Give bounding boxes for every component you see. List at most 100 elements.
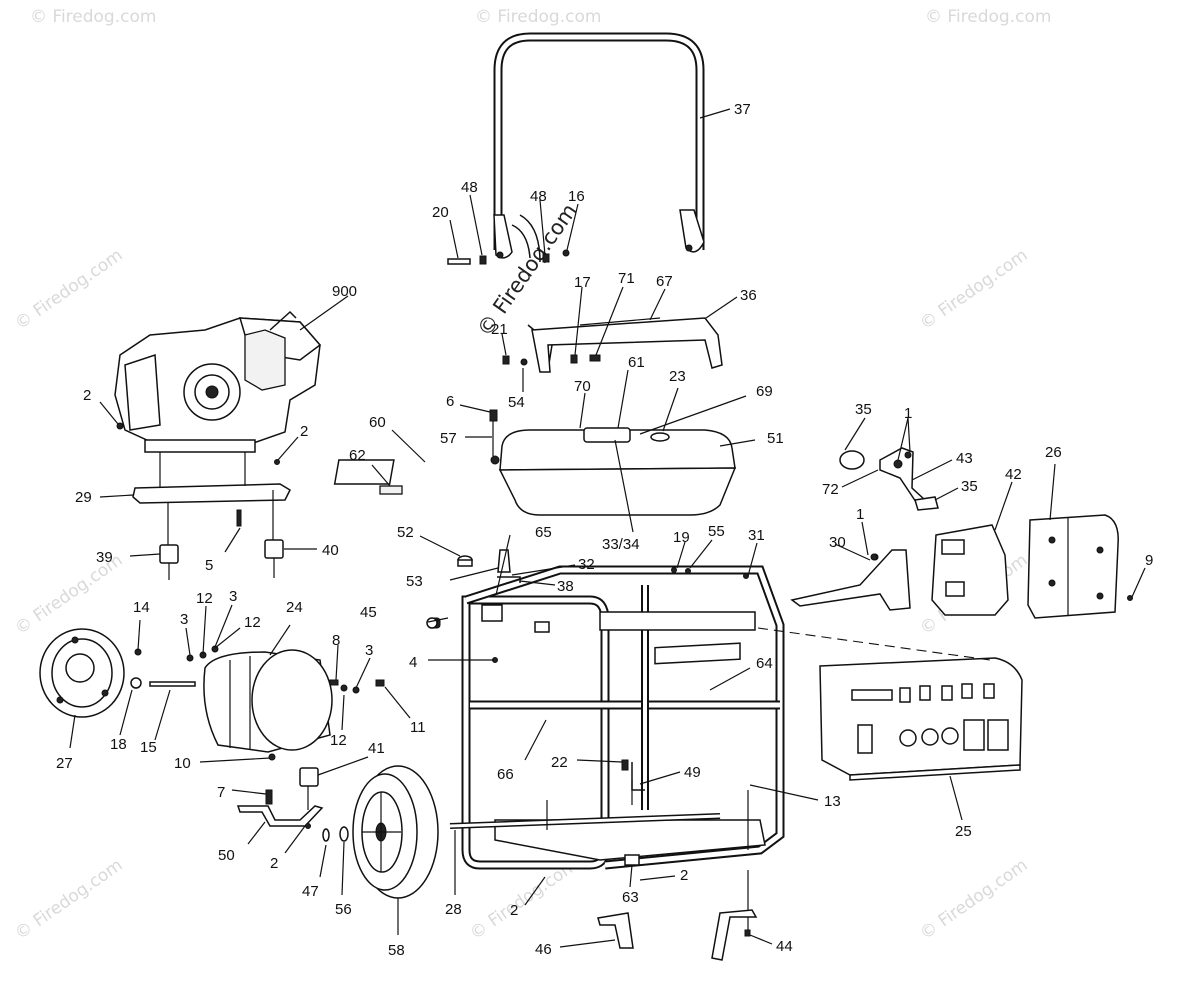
callout-35: 35 [855, 401, 872, 418]
callout-16: 16 [568, 188, 585, 205]
callout-48: 48 [530, 188, 547, 205]
callout-66: 66 [497, 766, 514, 783]
callout-13: 13 [824, 793, 841, 810]
watermark-text: © Firedog.com [30, 7, 156, 27]
callout-56: 56 [335, 901, 352, 918]
control-panel-25 [819, 657, 1023, 781]
callout-71: 71 [618, 270, 635, 287]
callout-51: 51 [767, 430, 784, 447]
callout-900: 900 [332, 283, 357, 300]
callout-37: 37 [734, 101, 751, 118]
callout-30: 30 [829, 534, 846, 551]
callout-6: 6 [446, 393, 454, 410]
callout-50: 50 [218, 847, 235, 864]
callout-22: 22 [551, 754, 568, 771]
callout-70: 70 [574, 378, 591, 395]
callout-3: 3 [229, 588, 237, 605]
callout-25: 25 [955, 823, 972, 840]
callout-2: 2 [300, 423, 308, 440]
callout-57: 57 [440, 430, 457, 447]
mount-bracket-50 [236, 789, 324, 829]
callout-54: 54 [508, 394, 525, 411]
callout-45: 45 [360, 604, 377, 621]
callout-3: 3 [180, 611, 188, 628]
callout-31: 31 [748, 527, 765, 544]
frame-assembly [449, 565, 785, 935]
callout-58: 58 [388, 942, 405, 959]
callout-29: 29 [75, 489, 92, 506]
callout-23: 23 [669, 368, 686, 385]
watermark-text: © Firedog.com [925, 7, 1051, 27]
feet-46-44 [597, 909, 758, 961]
callout-21: 21 [491, 321, 508, 338]
callout-39: 39 [96, 549, 113, 566]
handle-bracket-36 [502, 317, 723, 373]
callout-69: 69 [756, 383, 773, 400]
callout-2: 2 [270, 855, 278, 872]
callout-12: 12 [196, 590, 213, 607]
callout-27: 27 [56, 755, 73, 772]
callout-17: 17 [574, 274, 591, 291]
callout-42: 42 [1005, 466, 1022, 483]
callout-61: 61 [628, 354, 645, 371]
callout-35: 35 [961, 478, 978, 495]
callout-10: 10 [174, 755, 191, 772]
callout-36: 36 [740, 287, 757, 304]
watermark-text: © Firedog.com [11, 855, 126, 944]
callout-60: 60 [369, 414, 386, 431]
watermark-text: © Firedog.com [11, 245, 126, 334]
callout-19: 19 [673, 529, 690, 546]
watermark-text: © Firedog.com [916, 855, 1031, 944]
callout-4: 4 [409, 654, 417, 671]
callout-2: 2 [510, 902, 518, 919]
callout-labels: 37 48 48 16 20 900 17 71 67 36 21 2 54 6… [56, 101, 1153, 959]
watermark-text: © Firedog.com [475, 7, 601, 27]
callout-7: 7 [217, 784, 225, 801]
callout-2: 2 [83, 387, 91, 404]
callout-53: 53 [406, 573, 423, 590]
callout-47: 47 [302, 883, 319, 900]
callout-18: 18 [110, 736, 127, 753]
callout-44: 44 [776, 938, 793, 955]
callout-46: 46 [535, 941, 552, 958]
callout-41: 41 [368, 740, 385, 757]
callout-64: 64 [756, 655, 773, 672]
callout-43: 43 [956, 450, 973, 467]
callout-38: 38 [557, 578, 574, 595]
callout-32: 32 [578, 556, 595, 573]
callout-8: 8 [332, 632, 340, 649]
watermark-text: © Firedog.com [916, 245, 1031, 334]
handle-bolts [447, 214, 570, 265]
leader-lines [69, 108, 1146, 948]
callout-67: 67 [656, 273, 673, 290]
fuel-tank-51 [333, 324, 737, 516]
callout-52: 52 [397, 524, 414, 541]
callout-62: 62 [349, 447, 366, 464]
callout-40: 40 [322, 542, 339, 559]
engine-900 [114, 310, 322, 453]
callout-72: 72 [822, 481, 839, 498]
callout-1: 1 [904, 405, 912, 422]
callout-28: 28 [445, 901, 462, 918]
callout-24: 24 [286, 599, 303, 616]
handle-37 [493, 32, 705, 259]
callout-11: 11 [410, 719, 426, 736]
muffler-guard-26 [1027, 514, 1133, 619]
frame-hardware [426, 549, 749, 791]
muffler-42 [839, 447, 1009, 616]
callout-2: 2 [680, 867, 688, 884]
wheel-58 [322, 765, 439, 899]
callout-65: 65 [535, 524, 552, 541]
callout-26: 26 [1045, 444, 1062, 461]
callout-14: 14 [133, 599, 150, 616]
callout-15: 15 [140, 739, 157, 756]
callout-9: 9 [1145, 552, 1153, 569]
callout-5: 5 [205, 557, 213, 574]
callout-55: 55 [708, 523, 725, 540]
alternator-24 [130, 645, 385, 810]
end-cover-27 [39, 628, 125, 718]
callout-12: 12 [330, 732, 347, 749]
callout-12: 12 [244, 614, 261, 631]
callout-49: 49 [684, 764, 701, 781]
